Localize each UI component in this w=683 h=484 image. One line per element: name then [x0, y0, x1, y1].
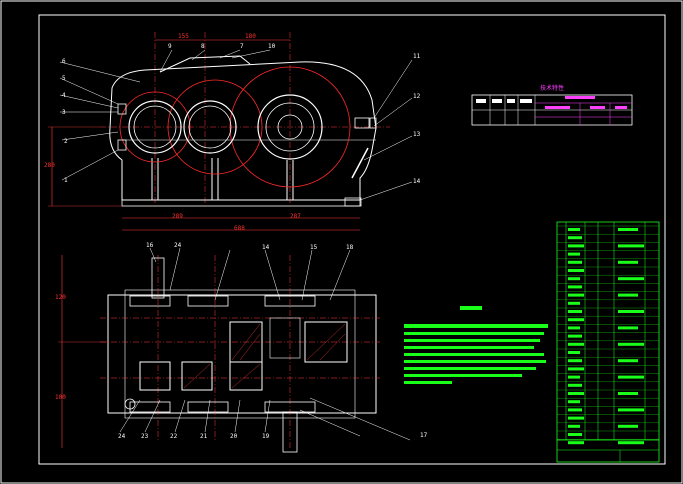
parts-row-material — [618, 359, 638, 363]
parts-row-material — [618, 392, 638, 395]
parts-row-name — [568, 244, 584, 248]
parts-row-material — [618, 310, 644, 313]
part-ref: 24 — [118, 433, 126, 440]
parts-row-name — [568, 359, 582, 363]
part-ref: 11 — [413, 53, 421, 60]
part-ref: 12 — [413, 93, 421, 100]
part-ref: 19 — [262, 433, 270, 440]
part-ref: 14 — [413, 178, 421, 185]
part-ref: 15 — [310, 244, 318, 251]
bearing-3 — [257, 94, 323, 160]
parts-rows — [557, 225, 659, 445]
part-ref: 18 — [346, 244, 354, 251]
plan-housing — [107, 294, 377, 414]
parts-row-name — [568, 375, 580, 379]
tech-requirements — [404, 306, 548, 384]
parts-row-name — [568, 310, 582, 313]
parts-row-name — [568, 416, 584, 420]
bearing-2 — [183, 100, 237, 154]
tech-table — [471, 94, 633, 126]
parts-row-material — [618, 228, 638, 231]
part-ref: 3 — [62, 109, 66, 116]
parts-row-name — [568, 326, 580, 330]
part-ref: 22 — [170, 433, 178, 440]
bearing-1 — [128, 100, 182, 154]
parts-row-name — [568, 342, 584, 346]
parts-row-material — [618, 408, 644, 412]
tech-table-title: 技术特性 — [540, 85, 565, 92]
part-ref: 23 — [141, 433, 149, 440]
parts-row-material — [618, 424, 638, 428]
parts-row-material — [618, 277, 644, 281]
parts-row-name — [568, 293, 584, 297]
parts-row-name — [568, 392, 584, 395]
dim-total: 688 — [234, 225, 245, 232]
parts-row-material — [618, 293, 638, 297]
parts-row-name — [568, 433, 582, 436]
part-ref: 10 — [268, 43, 276, 50]
part-ref: 7 — [240, 43, 244, 50]
part-ref: 24 — [174, 242, 182, 249]
parts-row-name — [568, 269, 584, 272]
part-ref: 13 — [413, 131, 421, 138]
part-ref: 21 — [200, 433, 208, 440]
dim-bottom-left: 289 — [172, 213, 183, 220]
parts-row-name — [568, 285, 582, 289]
dim-plan-top: 120 — [55, 294, 66, 301]
part-ref: 16 — [146, 242, 154, 249]
part-ref: 17 — [420, 432, 428, 439]
parts-row-name — [568, 408, 582, 412]
drawing-frame — [38, 14, 666, 465]
parts-row-name — [568, 367, 584, 371]
dim-plan-bottom: 100 — [55, 394, 66, 401]
parts-row-name — [568, 236, 582, 240]
parts-row-name — [568, 424, 580, 428]
part-ref: 2 — [64, 138, 68, 145]
part-ref: 1 — [64, 177, 68, 184]
parts-row-material — [618, 260, 638, 264]
base-plate — [121, 199, 361, 207]
parts-row-name — [568, 400, 580, 404]
parts-row-material — [618, 441, 644, 445]
part-ref: 6 — [62, 58, 66, 65]
parts-row-name — [568, 228, 580, 231]
housing-outline — [109, 61, 377, 201]
parts-row-material — [618, 375, 644, 379]
part-ref: 5 — [62, 75, 66, 82]
parts-row-material — [618, 244, 644, 248]
part-ref: 9 — [168, 43, 172, 50]
parts-row-material — [618, 326, 638, 330]
parts-row-name — [568, 334, 582, 338]
parts-row-name — [568, 301, 580, 305]
parts-row-name — [568, 383, 582, 387]
parts-row-name — [568, 441, 584, 445]
dim-height: 280 — [44, 162, 55, 169]
part-ref: 20 — [230, 433, 238, 440]
dim-top-right: 180 — [245, 33, 256, 40]
parts-row-name — [568, 260, 582, 264]
plan-view — [58, 247, 411, 453]
dim-top-left: 155 — [178, 33, 189, 40]
parts-row-name — [568, 252, 580, 256]
elevation-view — [48, 32, 413, 231]
dim-bottom-right: 287 — [290, 213, 301, 220]
part-ref: 14 — [262, 244, 270, 251]
part-ref: 8 — [201, 43, 205, 50]
parts-row-name — [568, 351, 580, 354]
input-shaft — [151, 257, 165, 299]
parts-row-name — [568, 318, 584, 322]
parts-list — [556, 221, 660, 463]
parts-row-material — [618, 342, 644, 346]
part-ref: 4 — [62, 92, 66, 99]
parts-row-name — [568, 277, 580, 281]
